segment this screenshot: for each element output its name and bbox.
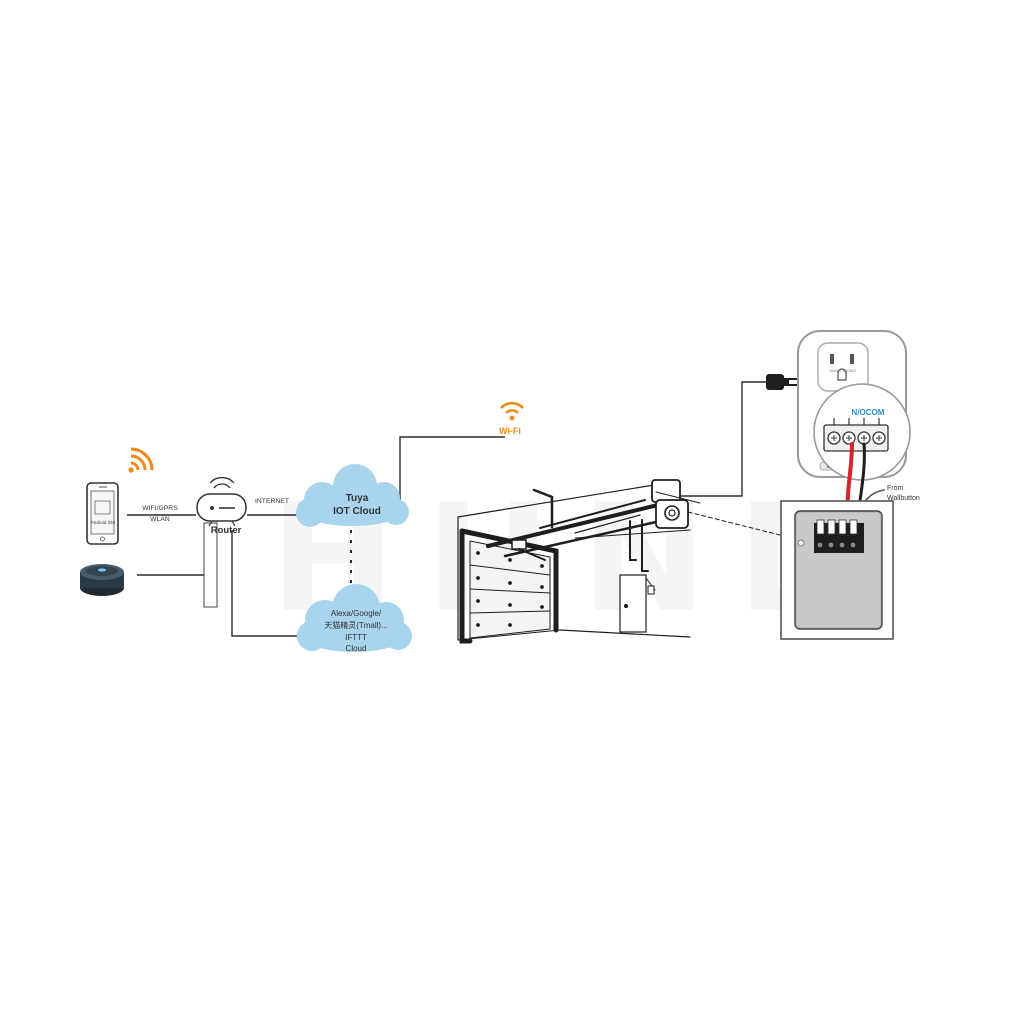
tuya-cloud-wifi-link: [399, 436, 505, 508]
alexa-cloud-label-line2: 天猫精灵(Tmall)...: [324, 620, 388, 630]
router-label: Router: [211, 525, 242, 536]
from-wallbutton-label-line1: From: [887, 485, 904, 492]
phone-screen-text: Android IOS: [91, 520, 116, 525]
alexa-cloud-label-line3: IFTTT: [345, 633, 367, 642]
smart-speaker-icon: [80, 564, 124, 596]
internet-label: INTERNET: [255, 498, 289, 505]
router-icon: [196, 477, 247, 608]
wifi-signal-icon: [128, 447, 154, 473]
tuya-cloud-label-line2: IOT Cloud: [333, 506, 381, 517]
plug-cable: [666, 381, 768, 497]
relay-terminal-label: N/OCOM: [852, 408, 885, 417]
alexa-cloud-label-line1: Alexa/Google/: [331, 609, 382, 618]
svg-text:SMART SOCKET: SMART SOCKET: [829, 369, 857, 373]
tuya-cloud-label-line1: Tuya: [346, 493, 369, 504]
garage-door-illustration: [457, 479, 781, 644]
alexa-google-ifttt-cloud: [297, 584, 412, 652]
power-plug-icon: [766, 374, 797, 390]
wifi-gprs-label: WIFI/GPRS: [142, 505, 178, 512]
alexa-cloud-label-line4: Cloud: [346, 644, 367, 653]
smartphone-icon: [86, 482, 119, 545]
relay-terminal-zoom: [813, 383, 911, 481]
opener-terminal-box: [780, 500, 894, 640]
router-alexa-cloud-link: [231, 530, 298, 637]
wifi-label: Wi-Fi: [499, 426, 521, 436]
wifi-icon: [500, 401, 524, 421]
wlan-label: WLAN: [150, 516, 170, 523]
connection-lines: [127, 381, 768, 637]
tuya-iot-cloud: [296, 464, 409, 527]
from-wallbutton-label-line2: Wallbutton: [887, 495, 920, 502]
